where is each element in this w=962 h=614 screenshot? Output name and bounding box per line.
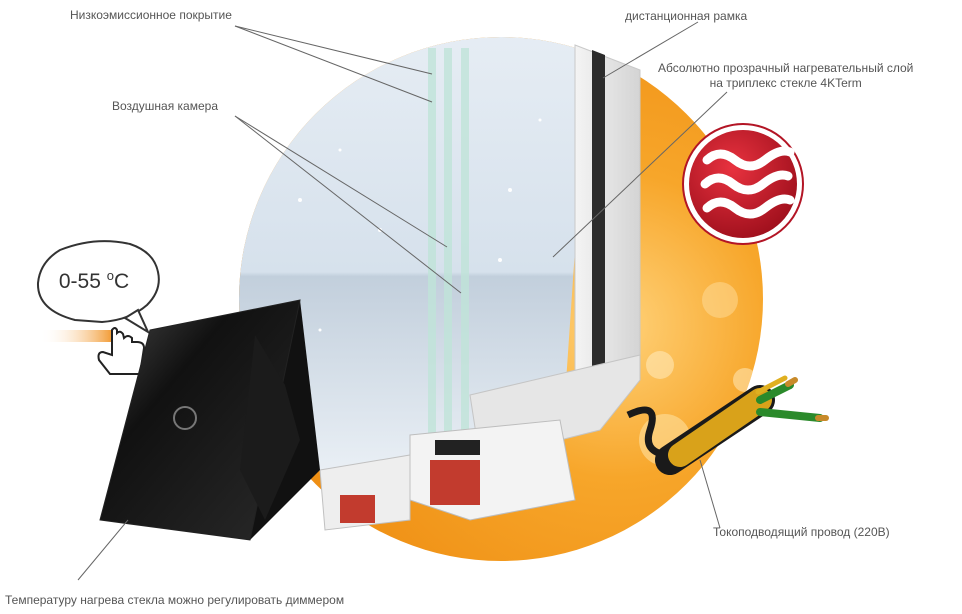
label-air-chamber: Воздушная камера bbox=[112, 99, 219, 113]
hand-pointer-icon bbox=[97, 327, 146, 375]
glass-pane-1 bbox=[428, 48, 436, 440]
temperature-unit: C bbox=[113, 270, 130, 293]
label-spacer-frame: дистанционная рамка bbox=[625, 9, 748, 23]
glass-pane-2 bbox=[444, 48, 452, 440]
touch-dimmer-panel bbox=[99, 299, 320, 541]
label-low-e-coating: Низкоэмиссионное покрытие bbox=[70, 8, 232, 22]
heat-waves-icon bbox=[700, 146, 795, 219]
profile-reinforcement-left bbox=[340, 495, 375, 523]
label-dimmer: Температуру нагрева стекла можно регулир… bbox=[5, 593, 345, 607]
label-heating-layer: Абсолютно прозрачный нагревательный слой… bbox=[658, 61, 913, 91]
label-heating-layer-line2: на триплекс стекле 4KTerm bbox=[709, 76, 862, 90]
label-power-wire: Токоподводящий провод (220В) bbox=[713, 525, 890, 539]
label-heating-layer-line1: Абсолютно прозрачный нагревательный слой bbox=[658, 61, 914, 75]
profile-reinforcement bbox=[430, 460, 480, 505]
degree-symbol: o bbox=[106, 268, 114, 283]
profile-seal bbox=[435, 440, 480, 455]
window-frame-right bbox=[574, 44, 641, 396]
bubble-tail bbox=[123, 308, 151, 335]
temperature-bubble bbox=[36, 240, 160, 324]
touch-button-icon bbox=[173, 406, 197, 430]
temperature-range: 0-55 oC bbox=[54, 268, 134, 294]
power-cable bbox=[626, 375, 829, 475]
leader-lines bbox=[77, 21, 728, 581]
spacer-profile bbox=[592, 50, 605, 388]
temperature-range-value: 0-55 bbox=[58, 270, 101, 293]
winter-landscape bbox=[239, 37, 590, 470]
glass-pane-3 bbox=[461, 48, 469, 440]
touch-arrow bbox=[40, 330, 118, 342]
